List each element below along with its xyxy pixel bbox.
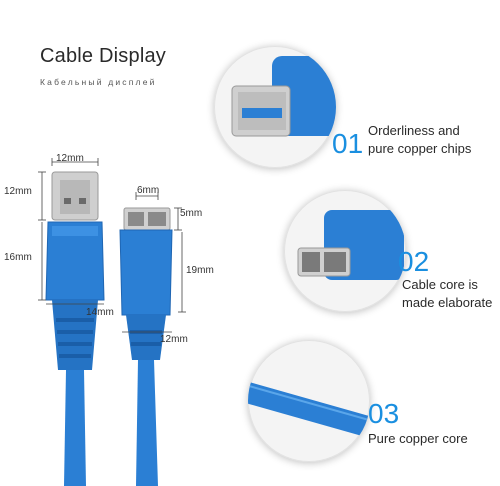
feature-number-1: 01: [332, 128, 364, 159]
feature-2-line-2: made elaborate: [402, 295, 493, 310]
dim-micro-b-body-height: 19mm: [186, 265, 214, 276]
feature-1-line-2: pure copper chips: [368, 141, 472, 156]
dimension-lines: [38, 158, 186, 333]
feature-text-1: Orderliness and pure copper chips: [368, 122, 471, 158]
cable-illustration: [38, 158, 186, 486]
usb-a-connector: [45, 171, 105, 486]
dim-usb-a-body-width: 14mm: [86, 307, 114, 318]
feature-image-micro-b-tip: [284, 190, 406, 312]
page-title: Cable Display: [40, 45, 166, 67]
feature-text-3: Pure copper core: [368, 430, 468, 448]
feature-image-cable-core: [248, 340, 370, 462]
dim-usb-a-body-height: 16mm: [4, 252, 32, 263]
feature-2-line-1: Cable core is: [402, 277, 478, 292]
feature-3-line-1: Pure copper core: [368, 431, 468, 446]
page-subtitle: Кабельный дисплей: [40, 77, 157, 87]
dim-usb-a-head-height: 12mm: [4, 186, 32, 197]
dim-usb-a-width: 12mm: [56, 153, 84, 164]
feature-1-line-1: Orderliness and: [368, 123, 460, 138]
feature-number-2: 02: [398, 246, 430, 277]
dim-micro-b-head-height: 5mm: [180, 208, 203, 219]
feature-image-usb-a-tip: [214, 46, 336, 168]
micro-b-connector: [119, 207, 173, 486]
dim-micro-b-width: 6mm: [137, 185, 160, 196]
feature-number-3: 03: [368, 398, 400, 429]
dim-micro-b-body-width: 12mm: [160, 334, 188, 345]
feature-text-2: Cable core is made elaborate: [402, 276, 492, 312]
